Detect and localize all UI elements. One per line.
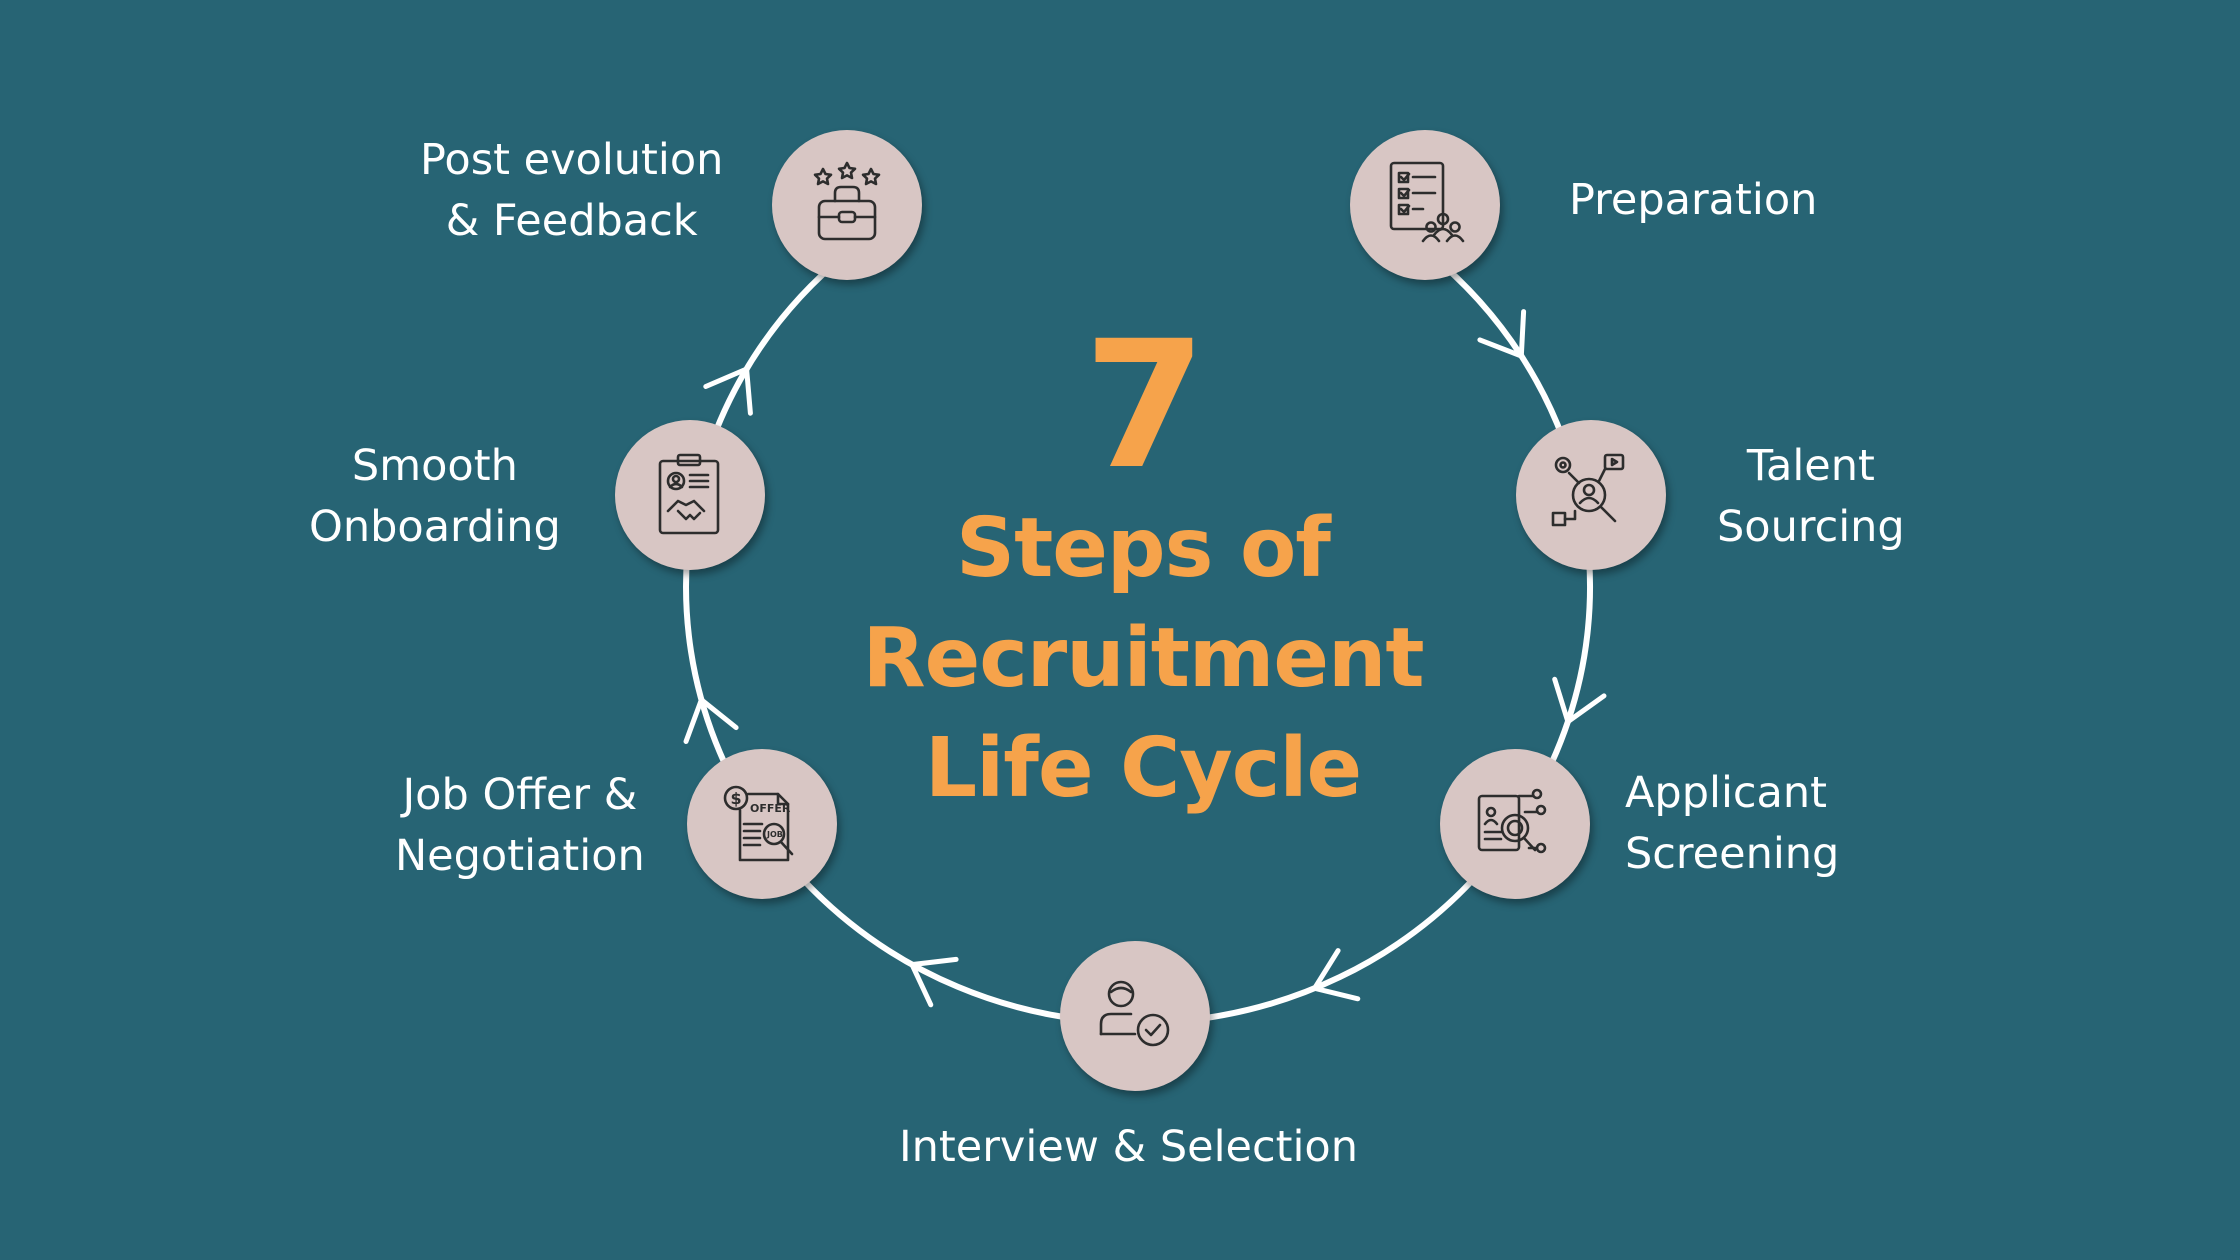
- step-label-line: Negotiation: [395, 831, 645, 881]
- cycle-direction-arrow-4: [908, 956, 959, 1008]
- checklist-team-icon: [1389, 161, 1465, 243]
- step-label-line: & Feedback: [445, 196, 698, 246]
- offer-letter-icon: $ OFFER JOB: [723, 785, 794, 862]
- svg-text:$: $: [731, 789, 742, 808]
- title-line-1: Steps of: [956, 501, 1331, 596]
- step-label-talent-sourcing: Talent Sourcing: [1717, 436, 1905, 558]
- svg-text:OFFER: OFFER: [750, 802, 791, 815]
- cycle-direction-arrow-3: [1310, 948, 1361, 1002]
- step-label-job-offer: Job Offer & Negotiation: [395, 765, 645, 887]
- step-label-post-evolution: Post evolution & Feedback: [420, 130, 723, 252]
- title-number: 7: [1083, 303, 1206, 508]
- step-label-line: Smooth: [351, 441, 518, 491]
- step-disc-applicant-screening: [1440, 749, 1590, 899]
- step-label-preparation: Preparation: [1569, 170, 1817, 231]
- talent-search-icon: [1551, 453, 1625, 527]
- step-disc-post-evolution: [772, 130, 922, 280]
- step-label-line: Interview & Selection: [899, 1122, 1358, 1172]
- handshake-clipboard-icon: [658, 453, 720, 535]
- cycle-direction-arrow-1: [1477, 309, 1527, 360]
- cycle-direction-arrow-5: [683, 695, 739, 744]
- resume-screening-icon: [1477, 788, 1547, 854]
- step-disc-preparation: [1350, 130, 1500, 280]
- step-label-line: Talent: [1746, 441, 1875, 491]
- briefcase-stars-icon: [813, 161, 881, 241]
- user-check-icon: [1099, 980, 1170, 1047]
- step-label-line: Onboarding: [309, 502, 561, 552]
- step-label-line: Screening: [1625, 829, 1840, 879]
- step-label-interview-selection: Interview & Selection: [899, 1117, 1358, 1178]
- step-label-line: Preparation: [1569, 175, 1818, 225]
- step-disc-job-offer: $ OFFER JOB: [687, 749, 837, 899]
- svg-text:JOB: JOB: [766, 830, 783, 839]
- step-label-line: Post evolution: [420, 135, 724, 185]
- cycle-direction-arrow-2: [1552, 676, 1607, 726]
- step-label-line: Sourcing: [1717, 502, 1905, 552]
- step-label-line: Applicant: [1625, 768, 1828, 818]
- step-disc-talent-sourcing: [1516, 420, 1666, 570]
- title-line-3: Life Cycle: [924, 721, 1362, 816]
- step-disc-smooth-onboarding: [615, 420, 765, 570]
- step-label-smooth-onboarding: Smooth Onboarding: [309, 436, 561, 558]
- diagram-title: 7 Steps of Recruitment Life Cycle: [843, 318, 1443, 824]
- title-line-2: Recruitment: [862, 611, 1424, 706]
- step-disc-interview-selection: [1060, 941, 1210, 1091]
- step-label-line: Job Offer &: [402, 770, 638, 820]
- step-label-applicant-screening: Applicant Screening: [1625, 763, 1839, 885]
- cycle-direction-arrow-6: [703, 365, 753, 416]
